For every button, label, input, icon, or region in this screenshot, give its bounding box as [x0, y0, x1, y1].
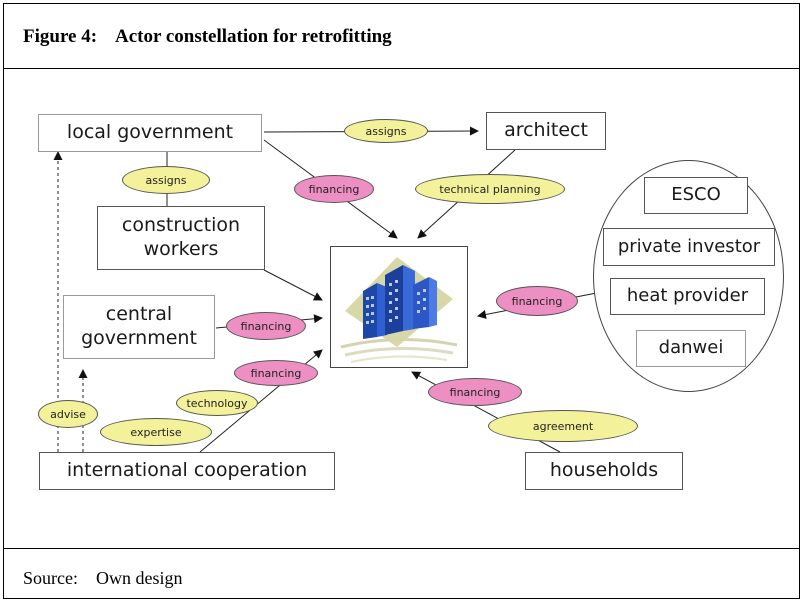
figure-frame: [3, 3, 800, 599]
relation-financing-households: financing: [428, 378, 522, 406]
relation-financing-local: financing: [294, 175, 374, 203]
footer-divider: [3, 548, 800, 549]
actor-architect: architect: [486, 112, 606, 150]
figure-title-text: Actor constellation for retrofitting: [115, 26, 392, 47]
relation-assigns-workers-label: assigns: [145, 173, 187, 187]
building-box: [330, 246, 468, 368]
relation-financing-central-label: financing: [240, 319, 292, 333]
header-divider: [3, 68, 800, 69]
relation-technical-planning-label: technical planning: [439, 182, 541, 196]
actor-private-investor: private investor: [603, 228, 775, 266]
relation-advise-label: advise: [50, 407, 86, 421]
actor-heat-provider: heat provider: [610, 278, 765, 315]
relation-technical-planning: technical planning: [415, 174, 565, 204]
relation-agreement: agreement: [488, 410, 638, 442]
relation-assigns-architect-label: assigns: [365, 124, 407, 138]
source-text: Own design: [95, 568, 183, 588]
relation-agreement-label: agreement: [532, 419, 594, 433]
relation-technology: technology: [176, 390, 258, 416]
actor-households: households: [525, 452, 683, 490]
source-label: Source:: [23, 568, 78, 588]
relation-financing-group: financing: [496, 286, 578, 316]
relation-financing-households-label: financing: [449, 385, 501, 399]
actor-private-investor-label: private investor: [617, 235, 761, 257]
actor-international-cooperation: international cooperation: [39, 452, 335, 490]
actor-danwei-label: danwei: [658, 337, 724, 359]
building-icon: [340, 257, 458, 363]
relation-financing-group-label: financing: [511, 294, 563, 308]
figure-title: Figure 4: Actor constellation for retrof…: [23, 26, 392, 48]
actor-households-label: households: [549, 459, 659, 482]
actor-central-government: central government: [63, 295, 215, 359]
relation-financing-international: financing: [234, 360, 318, 386]
figure-source: Source: Own design: [23, 568, 182, 589]
relation-expertise-label: expertise: [130, 425, 182, 439]
actor-central-government-line1: central: [105, 303, 173, 326]
actor-esco: ESCO: [644, 177, 748, 214]
relation-advise: advise: [38, 400, 98, 428]
relation-financing-international-label: financing: [250, 366, 302, 380]
actor-heat-provider-label: heat provider: [626, 285, 749, 307]
relation-financing-central: financing: [226, 312, 306, 340]
figure-number: Figure 4:: [23, 26, 98, 47]
actor-local-government-label: local government: [66, 121, 234, 144]
actor-construction-workers: construction workers: [97, 206, 265, 270]
actor-construction-workers-line1: construction: [121, 214, 241, 237]
actor-esco-label: ESCO: [671, 184, 721, 206]
actor-architect-label: architect: [504, 119, 588, 142]
actor-construction-workers-line2: workers: [143, 238, 219, 260]
actor-local-government: local government: [38, 114, 262, 152]
relation-financing-local-label: financing: [308, 182, 360, 196]
relation-assigns-architect: assigns: [344, 119, 428, 143]
arrow-workers-to-building: [263, 269, 323, 301]
actor-danwei: danwei: [636, 330, 746, 367]
relation-expertise: expertise: [100, 418, 212, 446]
relation-technology-label: technology: [186, 396, 248, 410]
actor-central-government-line2: government: [81, 327, 197, 349]
actor-international-cooperation-label: international cooperation: [66, 459, 308, 482]
relation-assigns-workers: assigns: [122, 166, 210, 194]
